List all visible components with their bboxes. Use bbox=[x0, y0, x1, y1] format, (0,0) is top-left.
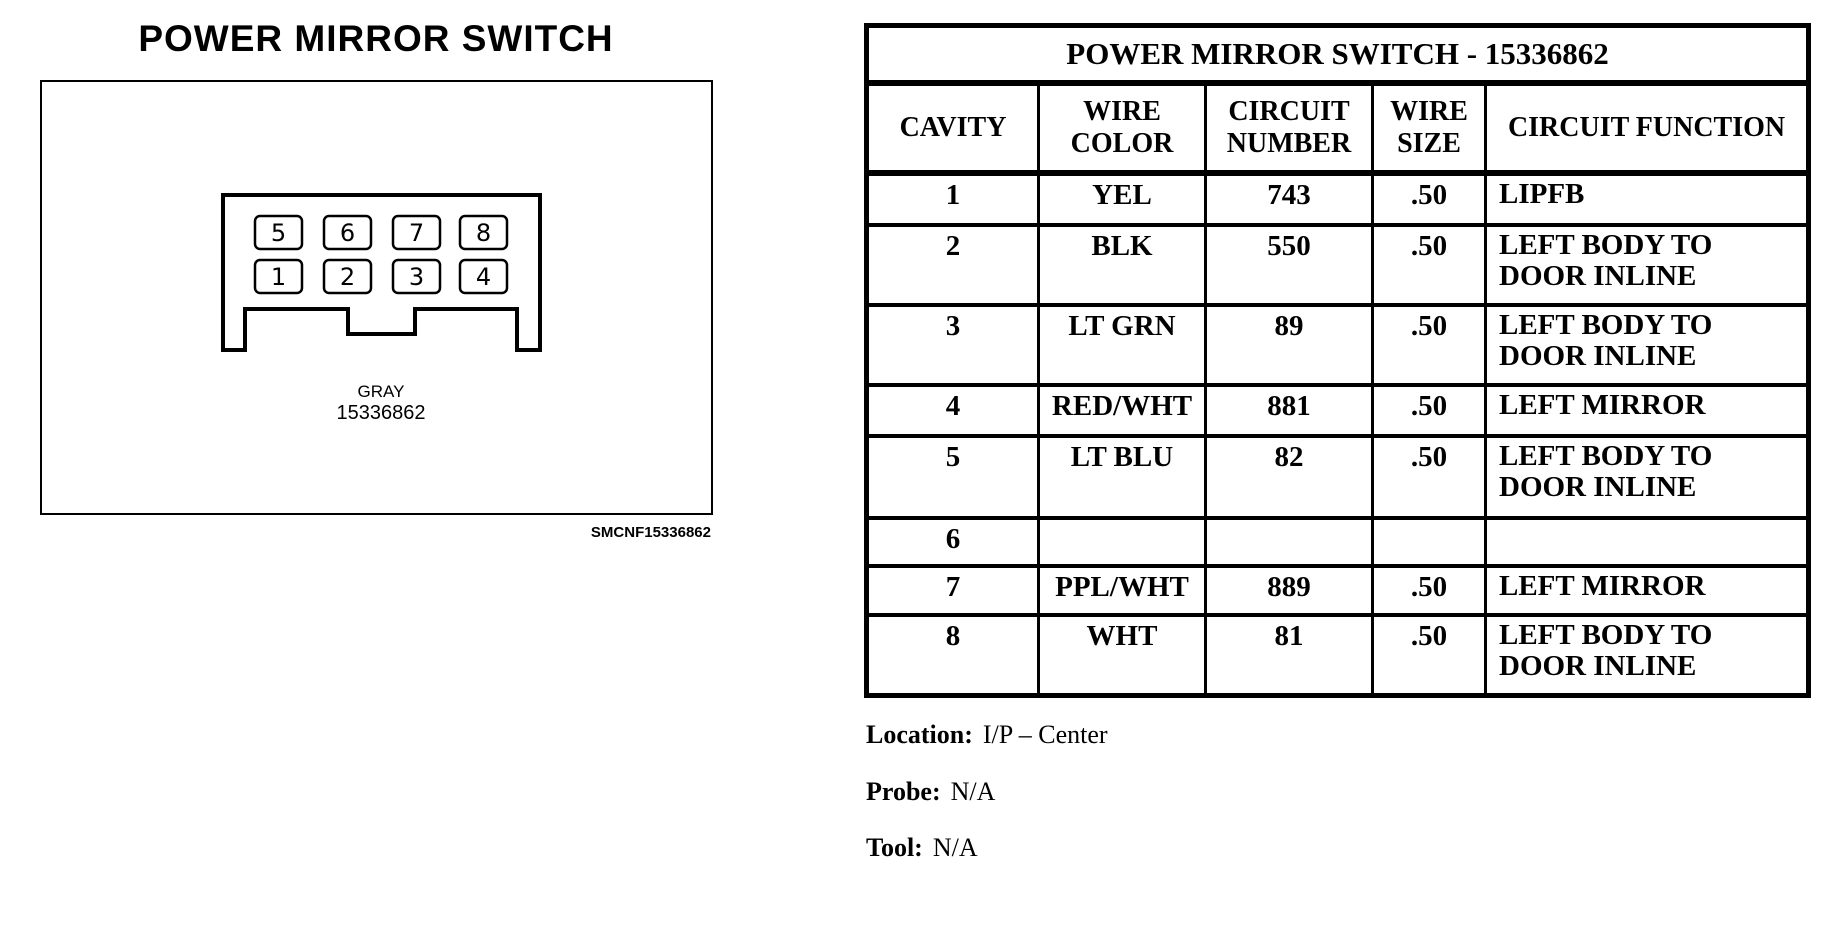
cell-circuit-number: 881 bbox=[1204, 383, 1374, 438]
cell-wire-size: .50 bbox=[1371, 564, 1487, 617]
pin-6-label: 6 bbox=[340, 219, 355, 247]
cell-circuit-function: LEFT BODY TO DOOR INLINE bbox=[1483, 223, 1811, 307]
location-label: Location: bbox=[866, 720, 973, 749]
connector-diagram-frame: 5 6 7 8 1 2 3 bbox=[40, 80, 713, 515]
pin-5-label: 5 bbox=[271, 219, 286, 247]
pin-4-label: 4 bbox=[476, 263, 491, 291]
cell-wire-color: BLK bbox=[1037, 223, 1207, 307]
cell-cavity: 8 bbox=[865, 613, 1040, 697]
tool-line: Tool: N/A bbox=[866, 833, 978, 863]
table-row: 7 PPL/WHT 889 .50 LEFT MIRROR bbox=[865, 564, 1811, 617]
pin-3-label: 3 bbox=[409, 263, 424, 291]
pin-2: 2 bbox=[322, 258, 373, 295]
cell-circuit-function: LEFT BODY TO DOOR INLINE bbox=[1483, 434, 1811, 520]
location-line: Location: I/P – Center bbox=[866, 720, 1108, 750]
cell-circuit-number: 743 bbox=[1204, 171, 1374, 227]
probe-value: N/A bbox=[950, 777, 996, 806]
pin-6: 6 bbox=[322, 214, 373, 251]
table-header-row: CAVITY WIRE COLOR CIRCUIT NUMBER WIRE SI… bbox=[865, 81, 1811, 176]
cell-wire-color: WHT bbox=[1037, 613, 1207, 697]
col-header-wire-size: WIRE SIZE bbox=[1371, 81, 1487, 176]
cell-wire-size: .50 bbox=[1371, 303, 1487, 387]
cell-circuit-number bbox=[1204, 516, 1374, 568]
probe-line: Probe: N/A bbox=[866, 777, 995, 807]
cell-circuit-number: 89 bbox=[1204, 303, 1374, 387]
pin-8: 8 bbox=[458, 214, 509, 251]
cell-wire-color: RED/WHT bbox=[1037, 383, 1207, 438]
cell-cavity: 7 bbox=[865, 564, 1040, 617]
pin-7-label: 7 bbox=[409, 219, 424, 247]
cell-circuit-function: LEFT BODY TO DOOR INLINE bbox=[1483, 303, 1811, 387]
cell-cavity: 1 bbox=[865, 171, 1040, 227]
cell-circuit-number: 550 bbox=[1204, 223, 1374, 307]
cell-wire-size bbox=[1371, 516, 1487, 568]
cell-wire-color: LT GRN bbox=[1037, 303, 1207, 387]
cell-cavity: 5 bbox=[865, 434, 1040, 520]
cell-wire-size: .50 bbox=[1371, 434, 1487, 520]
pin-3: 3 bbox=[391, 258, 442, 295]
location-value: I/P – Center bbox=[982, 720, 1108, 749]
table-row: 8 WHT 81 .50 LEFT BODY TO DOOR INLINE bbox=[865, 613, 1811, 697]
cell-cavity: 2 bbox=[865, 223, 1040, 307]
tool-value: N/A bbox=[932, 833, 978, 862]
pinout-table: POWER MIRROR SWITCH - 15336862 CAVITY WI… bbox=[864, 23, 1812, 698]
table-row: 5 LT BLU 82 .50 LEFT BODY TO DOOR INLINE bbox=[865, 434, 1811, 520]
table-title-row: POWER MIRROR SWITCH - 15336862 bbox=[864, 23, 1811, 86]
table-row: 2 BLK 550 .50 LEFT BODY TO DOOR INLINE bbox=[865, 223, 1811, 307]
col-header-circuit-function: CIRCUIT FUNCTION bbox=[1483, 81, 1811, 176]
col-header-cavity: CAVITY bbox=[865, 81, 1040, 176]
cell-wire-size: .50 bbox=[1371, 171, 1487, 227]
cell-circuit-function: LIPFB bbox=[1483, 171, 1811, 227]
tool-label: Tool: bbox=[866, 833, 923, 862]
cell-cavity: 3 bbox=[865, 303, 1040, 387]
cell-wire-size: .50 bbox=[1371, 383, 1487, 438]
cell-circuit-function: LEFT MIRROR bbox=[1483, 383, 1811, 438]
cell-wire-size: .50 bbox=[1371, 613, 1487, 697]
cell-wire-color bbox=[1037, 516, 1207, 568]
col-header-wire-color: WIRE COLOR bbox=[1037, 81, 1207, 176]
cell-wire-color: LT BLU bbox=[1037, 434, 1207, 520]
pin-4: 4 bbox=[458, 258, 509, 295]
table-row: 4 RED/WHT 881 .50 LEFT MIRROR bbox=[865, 383, 1811, 438]
probe-label: Probe: bbox=[866, 777, 941, 806]
table-row: 3 LT GRN 89 .50 LEFT BODY TO DOOR INLINE bbox=[865, 303, 1811, 387]
pin-5: 5 bbox=[253, 214, 304, 251]
connector-part-number: 15336862 bbox=[337, 402, 426, 424]
cell-circuit-number: 81 bbox=[1204, 613, 1374, 697]
pin-2-label: 2 bbox=[340, 263, 355, 291]
cell-cavity: 6 bbox=[865, 516, 1040, 568]
col-header-circuit-number: CIRCUIT NUMBER bbox=[1204, 81, 1374, 176]
pin-7: 7 bbox=[391, 214, 442, 251]
connector-color-label: GRAY bbox=[358, 382, 405, 401]
cell-circuit-function: LEFT BODY TO DOOR INLINE bbox=[1483, 613, 1811, 697]
cell-circuit-number: 889 bbox=[1204, 564, 1374, 617]
pin-1: 1 bbox=[253, 258, 304, 295]
cell-wire-color: PPL/WHT bbox=[1037, 564, 1207, 617]
cell-circuit-number: 82 bbox=[1204, 434, 1374, 520]
connector-drawing: 5 6 7 8 1 2 3 bbox=[221, 193, 542, 424]
cell-cavity: 4 bbox=[865, 383, 1040, 438]
pin-1-label: 1 bbox=[271, 263, 286, 291]
diagram-footnote: SMCNF15336862 bbox=[590, 524, 711, 541]
cell-wire-size: .50 bbox=[1371, 223, 1487, 307]
table-title: POWER MIRROR SWITCH - 15336862 bbox=[864, 23, 1811, 86]
cell-circuit-function bbox=[1483, 516, 1811, 568]
pin-8-label: 8 bbox=[476, 219, 491, 247]
table-row: 1 YEL 743 .50 LIPFB bbox=[865, 171, 1811, 227]
cell-wire-color: YEL bbox=[1037, 171, 1207, 227]
diagram-title: POWER MIRROR SWITCH bbox=[138, 18, 614, 59]
table-row: 6 bbox=[865, 516, 1811, 568]
cell-circuit-function: LEFT MIRROR bbox=[1483, 564, 1811, 617]
